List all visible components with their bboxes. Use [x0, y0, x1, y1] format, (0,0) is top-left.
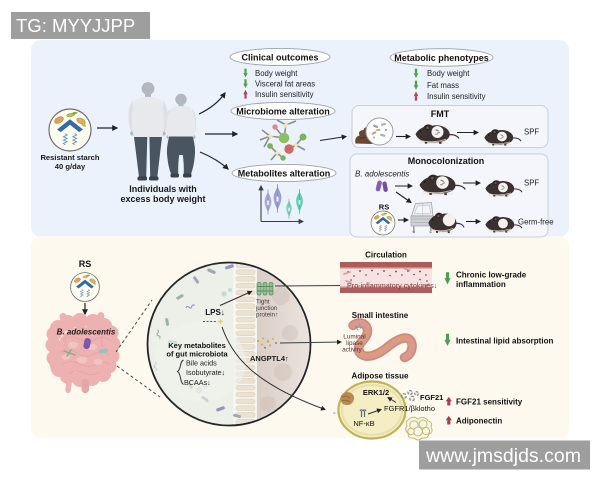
svg-text:FMT: FMT: [431, 109, 450, 119]
svg-text:Luminal: Luminal: [343, 334, 365, 341]
svg-text:B. adolescentis: B. adolescentis: [57, 328, 116, 337]
svg-text:excess body weight: excess body weight: [120, 194, 205, 204]
svg-text:Pro-inflammatory cytokines↓: Pro-inflammatory cytokines↓: [347, 281, 437, 290]
svg-text:of gut microbiota: of gut microbiota: [166, 350, 228, 359]
svg-text:TG: MYYJJPP: TG: MYYJJPP: [16, 15, 135, 36]
svg-text:Germ-free: Germ-free: [518, 218, 554, 227]
svg-text:Tight: Tight: [256, 299, 270, 306]
svg-text:Clinical outcomes: Clinical outcomes: [241, 52, 318, 62]
svg-text:Small intestine: Small intestine: [352, 311, 409, 320]
svg-text:Individuals with: Individuals with: [129, 184, 197, 194]
svg-text:lipase: lipase: [346, 340, 363, 347]
svg-text:SPF: SPF: [524, 128, 539, 137]
svg-text:Metabolic phenotypes: Metabolic phenotypes: [394, 53, 489, 63]
svg-text:RS: RS: [79, 259, 92, 269]
svg-text:activity↓: activity↓: [342, 347, 365, 354]
svg-text:inflammation: inflammation: [456, 280, 506, 289]
svg-text:Body weight: Body weight: [255, 69, 298, 78]
svg-text:FGF21: FGF21: [420, 393, 443, 402]
svg-text:40 g/day: 40 g/day: [55, 162, 86, 171]
svg-text:LPS↓: LPS↓: [205, 308, 225, 317]
svg-text:RS: RS: [379, 203, 389, 212]
svg-text:FGF21 sensitivity: FGF21 sensitivity: [456, 398, 523, 407]
svg-text:Isobutyrate↓: Isobutyrate↓: [186, 368, 225, 377]
svg-text:Visceral fat areas: Visceral fat areas: [255, 80, 315, 89]
svg-text:Adiponectin: Adiponectin: [456, 417, 502, 426]
svg-text:Bile acids: Bile acids: [186, 359, 217, 368]
svg-text:SPF: SPF: [524, 179, 539, 188]
svg-text:www.jmsdjds.com: www.jmsdjds.com: [425, 445, 581, 467]
svg-text:Body weight: Body weight: [427, 69, 470, 78]
svg-text:Circulation: Circulation: [365, 251, 407, 260]
svg-text:Key metabolites: Key metabolites: [168, 341, 226, 350]
svg-text:Metabolites alteration: Metabolites alteration: [238, 168, 331, 178]
svg-text:ERK1/2: ERK1/2: [363, 388, 389, 397]
svg-text:BCAAs↓: BCAAs↓: [184, 378, 211, 387]
svg-text:Intestinal lipid absorption: Intestinal lipid absorption: [456, 337, 553, 346]
svg-text:Fat mass: Fat mass: [427, 81, 459, 90]
svg-text:Adipose tissue: Adipose tissue: [352, 372, 409, 381]
svg-text:Insulin sensitivity: Insulin sensitivity: [427, 92, 486, 101]
svg-text:FGFR1/βklotho: FGFR1/βklotho: [384, 404, 435, 413]
svg-text:protein↑: protein↑: [256, 312, 278, 319]
svg-text:Chronic low-grade: Chronic low-grade: [456, 271, 527, 280]
svg-text:Microbiome alteration: Microbiome alteration: [236, 106, 330, 116]
svg-text:Insulin sensitivity: Insulin sensitivity: [255, 90, 314, 99]
svg-text:Monocolonization: Monocolonization: [408, 156, 485, 166]
svg-text:Resistant starch: Resistant starch: [40, 153, 99, 162]
svg-text:NF-κB: NF-κB: [353, 419, 374, 428]
svg-text:junction: junction: [255, 305, 278, 312]
svg-text:ANGPTL4↑: ANGPTL4↑: [250, 354, 289, 363]
svg-text:B. adolescentis: B. adolescentis: [355, 170, 409, 179]
